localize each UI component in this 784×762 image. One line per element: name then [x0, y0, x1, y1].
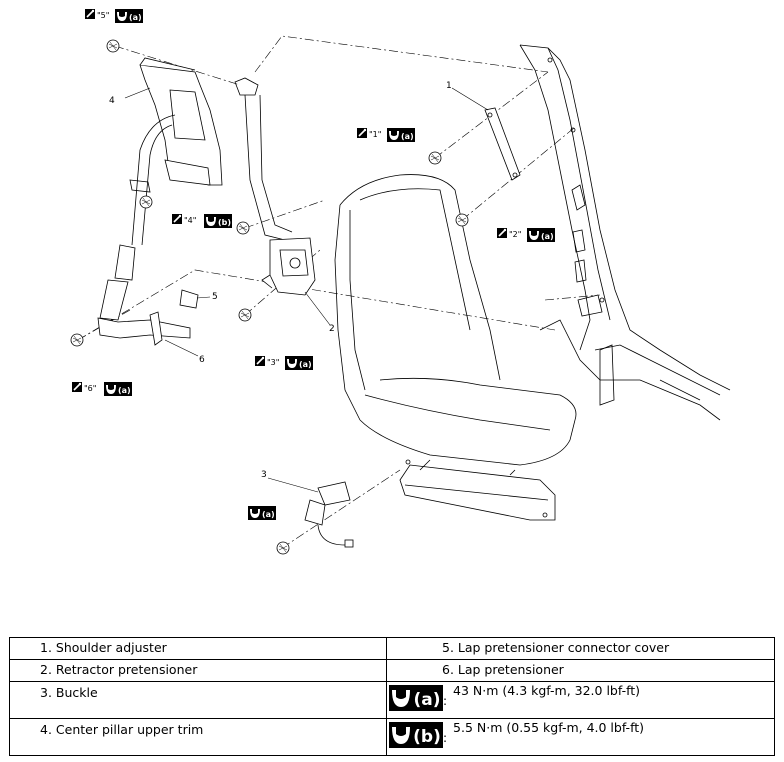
seat-belt-exploded-diagram: 1 2 3 4 5 6 "5" (a) "1" (a) "2" (a) "4" … — [70, 8, 731, 555]
svg-text:"5": "5" — [97, 11, 109, 20]
svg-text:(a): (a) — [262, 510, 275, 519]
svg-text:(a): (a) — [129, 13, 142, 22]
retractor-pretensioner — [261, 237, 316, 296]
torque-spec-a: (a) :43 N·m (4.3 kgf-m, 32.0 lbf-ft) — [386, 681, 775, 719]
lap-pretensioner-connector-cover — [179, 289, 199, 309]
legend-item-5: 5. Lap pretensioner connector cover — [386, 637, 775, 660]
svg-text:(b): (b) — [413, 727, 441, 747]
torque-wrench-icon: (a) — [285, 356, 313, 370]
legend-item-4: 4. Center pillar upper trim — [9, 718, 387, 756]
callout-2: 2 — [329, 324, 335, 334]
torque-wrench-icon: (a) — [387, 128, 415, 142]
svg-text:(b): (b) — [218, 218, 231, 227]
callout-5: 5 — [212, 292, 218, 302]
table-row: 3. Buckle (a) :43 N·m (4.3 kgf-m, 32.0 l… — [9, 681, 775, 719]
svg-text:(a): (a) — [413, 690, 440, 710]
sequence-5-group: "5" (a) — [84, 8, 143, 23]
sequence-1-group: "1" (a) — [356, 127, 415, 142]
torque-spec-b: (b) :5.5 N·m (0.55 kgf-m, 4.0 lbf-ft) — [386, 718, 775, 756]
torque-wrench-icon: (a) — [115, 9, 143, 23]
legend-item-6: 6. Lap pretensioner — [386, 659, 775, 682]
torque-wrench-icon: (b) — [204, 214, 232, 228]
table-row: 4. Center pillar upper trim (b) :5.5 N·m… — [9, 718, 775, 756]
legend-item-3: 3. Buckle — [9, 681, 387, 719]
table-row: 1. Shoulder adjuster 5. Lap pretensioner… — [9, 637, 775, 660]
callout-4: 4 — [109, 96, 115, 106]
sequence-3-group: "3" (a) — [254, 355, 313, 370]
callout-1: 1 — [446, 81, 452, 91]
guide-lines — [77, 35, 601, 549]
torque-wrench-icon: (b) — [389, 722, 443, 748]
legend-item-1: 1. Shoulder adjuster — [9, 637, 387, 660]
svg-text:(a): (a) — [401, 132, 414, 141]
svg-text:(a): (a) — [541, 232, 554, 241]
callout-6: 6 — [199, 355, 205, 365]
sequence-6-group: "6" (a) — [71, 381, 132, 396]
torque-wrench-icon: (a) — [527, 228, 555, 242]
buckle-torque-group: (a) — [248, 506, 276, 520]
svg-text:"3": "3" — [267, 358, 279, 367]
legend-item-2: 2. Retractor pretensioner — [9, 659, 387, 682]
svg-text:"6": "6" — [84, 384, 96, 393]
torque-wrench-icon: (a) — [104, 382, 132, 396]
svg-text:(a): (a) — [118, 386, 131, 395]
sequence-4-group: "4" (b) — [171, 213, 232, 228]
svg-text:(a): (a) — [299, 360, 312, 369]
shoulder-belt-webbing — [129, 77, 293, 246]
torque-wrench-icon: (a) — [248, 506, 276, 520]
table-row: 2. Retractor pretensioner 6. Lap pretens… — [9, 659, 775, 682]
torque-value-a: 43 N·m (4.3 kgf-m, 32.0 lbf-ft) — [453, 683, 641, 698]
parts-legend-table: 1. Shoulder adjuster 5. Lap pretensioner… — [9, 637, 775, 756]
seat-outline — [334, 174, 577, 521]
shoulder-adjuster — [484, 107, 521, 181]
lap-pretensioner — [97, 244, 191, 346]
torque-value-b: 5.5 N·m (0.55 kgf-m, 4.0 lbf-ft) — [453, 720, 645, 735]
svg-text:"4": "4" — [184, 216, 196, 225]
callout-3: 3 — [261, 470, 267, 480]
torque-wrench-icon: (a) — [389, 685, 443, 711]
sequence-2-group: "2" (a) — [496, 227, 555, 242]
svg-text:"2": "2" — [509, 230, 521, 239]
svg-text:"1": "1" — [369, 130, 381, 139]
buckle — [304, 481, 354, 548]
center-pillar — [519, 44, 731, 421]
center-pillar-upper-trim — [139, 57, 223, 186]
